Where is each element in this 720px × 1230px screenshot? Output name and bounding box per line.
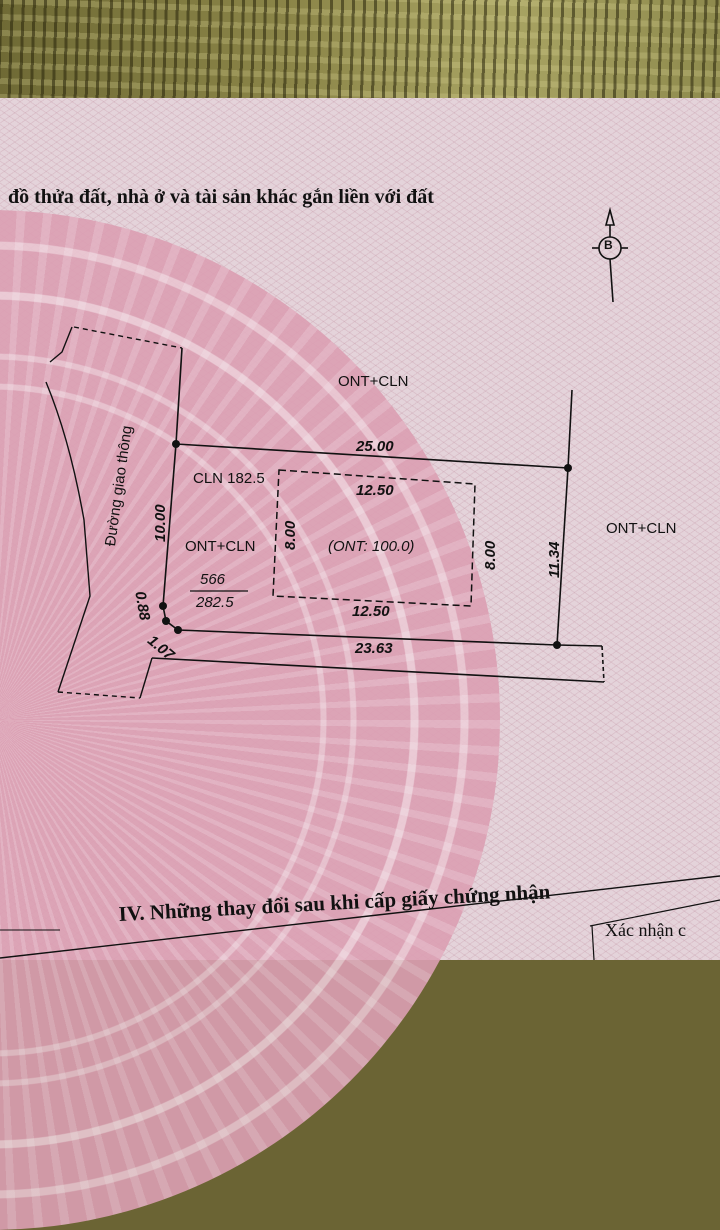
north-letter: B [604,238,613,252]
cln-area-label: CLN 182.5 [193,470,265,487]
page-title: đồ thửa đất, nhà ở và tài sản khác gắn l… [8,186,434,208]
house-area-label: (ONT: 100.0) [328,538,415,555]
mixed-land-type-label: ONT+CLN [185,538,256,555]
road-outline [45,326,183,699]
north-arrow-icon [592,206,628,303]
house-bottom-dimension: 12.50 [352,603,390,620]
neighbor-top-label: ONT+CLN [338,373,409,390]
parcel-boundary [151,347,605,683]
plot-diagram [45,206,628,699]
parcel-number: 566 [200,571,226,588]
section-rules [0,875,720,960]
confirm-column-header: Xác nhận c [605,920,686,940]
neighbor-right-label: ONT+CLN [606,520,677,537]
top-edge-dimension: 25.00 [356,438,394,455]
background-mat [0,0,720,100]
house-top-dimension: 12.50 [356,482,394,499]
corner-markers [159,440,572,649]
parcel-area: 282.5 [196,594,234,611]
bottom-edge-dimension: 23.63 [355,640,393,657]
